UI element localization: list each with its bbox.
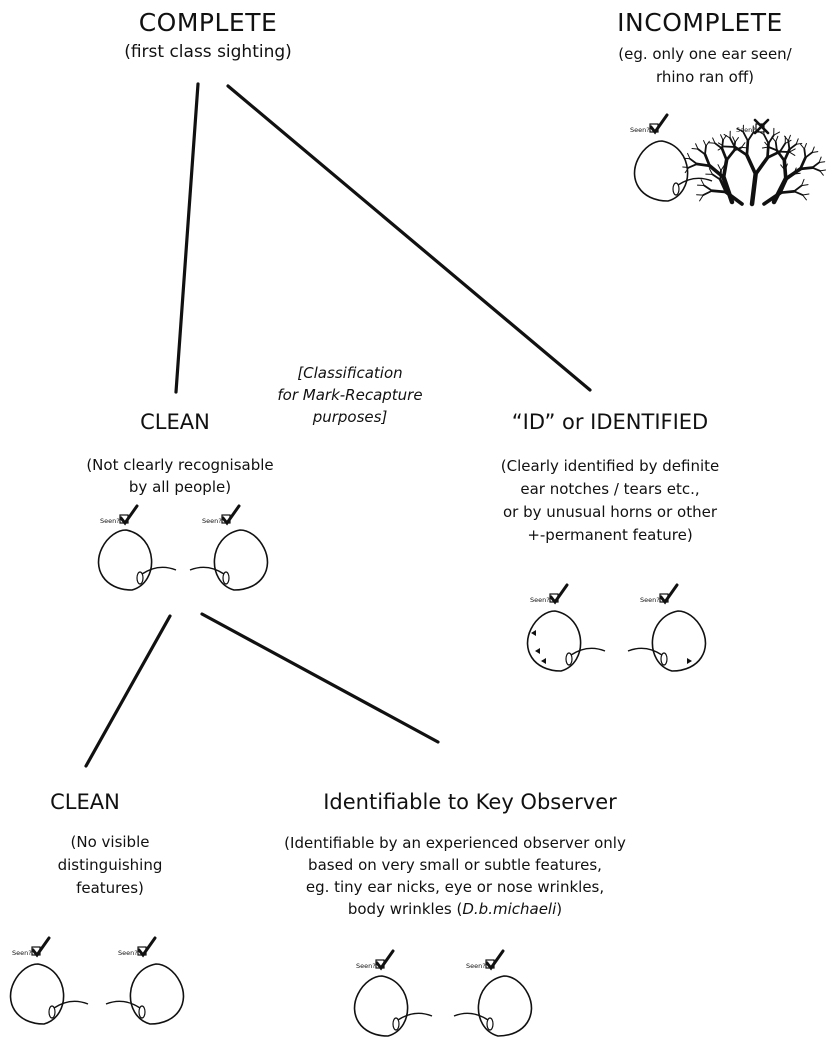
identified-desc-line4: +-permanent feature) bbox=[440, 526, 780, 544]
clean-desc-line2: by all people) bbox=[60, 478, 300, 496]
head-outline-icon bbox=[454, 1013, 488, 1020]
identified-desc-line1: (Clearly identified by definite bbox=[440, 457, 780, 475]
incomplete-desc-line1: (eg. only one ear seen/ bbox=[580, 45, 830, 63]
seen-label: Seen? bbox=[466, 962, 486, 970]
ear-drawings: Seen? Seen? Seen? Seen? Seen? Seen? Seen? Seen?… bbox=[11, 115, 826, 1036]
seen-label: Seen? bbox=[12, 949, 32, 957]
seen-tag-key-right: Seen? bbox=[466, 951, 503, 970]
seen-label: Seen? bbox=[640, 596, 660, 604]
head-outline-icon bbox=[628, 648, 662, 655]
head-outline-icon bbox=[142, 567, 176, 574]
seen-label: Seen? bbox=[630, 126, 650, 134]
rhino-ear-icon bbox=[130, 964, 183, 1024]
key-observer-desc-line2: based on very small or subtle features, bbox=[230, 856, 680, 874]
clean-sub-title: CLEAN bbox=[20, 790, 150, 815]
head-outline-icon bbox=[398, 1013, 432, 1020]
rhino-ear-icon bbox=[11, 964, 64, 1024]
seen-label: Seen? bbox=[202, 517, 222, 525]
rhino-ear-icon bbox=[528, 611, 581, 671]
seen-tag-identified-left: Seen? bbox=[530, 585, 567, 604]
connector-clean-to-clean-sub bbox=[86, 616, 170, 766]
clean-title: CLEAN bbox=[100, 410, 250, 435]
key-observer-desc-line4-prefix: body wrinkles ( bbox=[348, 900, 463, 918]
key-observer-desc-line4-species: D.b.michaeli bbox=[462, 900, 556, 918]
head-outline-icon bbox=[54, 1001, 88, 1008]
connector-complete-to-clean bbox=[176, 84, 198, 392]
seen-label: Seen? bbox=[100, 517, 120, 525]
seen-label: Seen? bbox=[356, 962, 376, 970]
rhino-ear-icon bbox=[635, 141, 688, 201]
key-observer-desc-line3: eg. tiny ear nicks, eye or nose wrinkles… bbox=[230, 878, 680, 896]
clean-sub-desc-line3: features) bbox=[30, 879, 190, 897]
seen-label: Seen? bbox=[118, 949, 138, 957]
complete-title: COMPLETE bbox=[108, 8, 308, 38]
rhino-ear-icon bbox=[214, 530, 267, 590]
seen-label: Seen? bbox=[736, 126, 756, 134]
classification-note-line2: for Mark-Recapture bbox=[250, 386, 450, 404]
head-outline-icon bbox=[190, 567, 224, 574]
rhino-ear-icon bbox=[355, 976, 408, 1036]
ear-clean-right bbox=[190, 530, 267, 590]
clean-sub-desc-line1: (No visible bbox=[30, 833, 190, 851]
connector-clean-to-key-observer bbox=[202, 614, 438, 742]
incomplete-desc-line2: rhino ran off) bbox=[580, 68, 830, 86]
seen-tag-clean-sub-left: Seen? bbox=[12, 938, 49, 957]
seen-tag-identified-right: Seen? bbox=[640, 585, 677, 604]
ear-key-left bbox=[355, 976, 432, 1036]
seen-tag-clean-left: Seen? bbox=[100, 506, 137, 525]
ear-notch-icon bbox=[531, 630, 536, 636]
clean-desc-line1: (Not clearly recognisable bbox=[60, 456, 300, 474]
key-observer-title: Identifiable to Key Observer bbox=[270, 790, 670, 815]
rhino-ear-icon bbox=[652, 611, 705, 671]
bush-icon bbox=[683, 125, 826, 204]
seen-tag-clean-sub-right: Seen? bbox=[118, 938, 155, 957]
connector-complete-to-identified bbox=[228, 86, 590, 390]
identified-title: “ID” or IDENTIFIED bbox=[460, 410, 760, 435]
identified-desc-line3: or by unusual horns or other bbox=[440, 503, 780, 521]
ear-notch-icon bbox=[541, 658, 546, 664]
classification-note-line1: [Classification bbox=[250, 364, 450, 382]
head-outline-icon bbox=[106, 1001, 140, 1008]
ear-key-right bbox=[454, 976, 531, 1036]
ear-notch-icon bbox=[687, 658, 692, 664]
ear-identified-right bbox=[628, 611, 705, 671]
identified-desc-line2: ear notches / tears etc., bbox=[440, 480, 780, 498]
seen-tag-clean-right: Seen? bbox=[202, 506, 239, 525]
complete-subtitle: (first class sighting) bbox=[88, 42, 328, 62]
ear-clean-sub-left bbox=[11, 964, 88, 1024]
seen-tag-incomplete-right: Seen? bbox=[736, 120, 768, 134]
key-observer-desc-line1: (Identifiable by an experienced observer… bbox=[230, 834, 680, 852]
head-outline-icon bbox=[678, 178, 712, 185]
ear-clean-left bbox=[99, 530, 176, 590]
key-observer-desc-line4-suffix: ) bbox=[556, 900, 562, 918]
rhino-ear-icon bbox=[99, 530, 152, 590]
cross-icon bbox=[755, 120, 768, 133]
classification-note-line3: purposes] bbox=[250, 408, 450, 426]
head-outline-icon bbox=[571, 648, 605, 655]
key-observer-desc-line4: body wrinkles (D.b.michaeli) bbox=[230, 900, 680, 918]
seen-tag-incomplete-left: Seen? bbox=[630, 115, 667, 134]
seen-tag-key-left: Seen? bbox=[356, 951, 393, 970]
seen-label: Seen? bbox=[530, 596, 550, 604]
ear-notch-icon bbox=[535, 648, 540, 654]
rhino-ear-icon bbox=[478, 976, 531, 1036]
clean-sub-desc-line2: distinguishing bbox=[30, 856, 190, 874]
incomplete-title: INCOMPLETE bbox=[600, 8, 800, 38]
ear-identified-left bbox=[528, 611, 605, 671]
ear-clean-sub-right bbox=[106, 964, 183, 1024]
